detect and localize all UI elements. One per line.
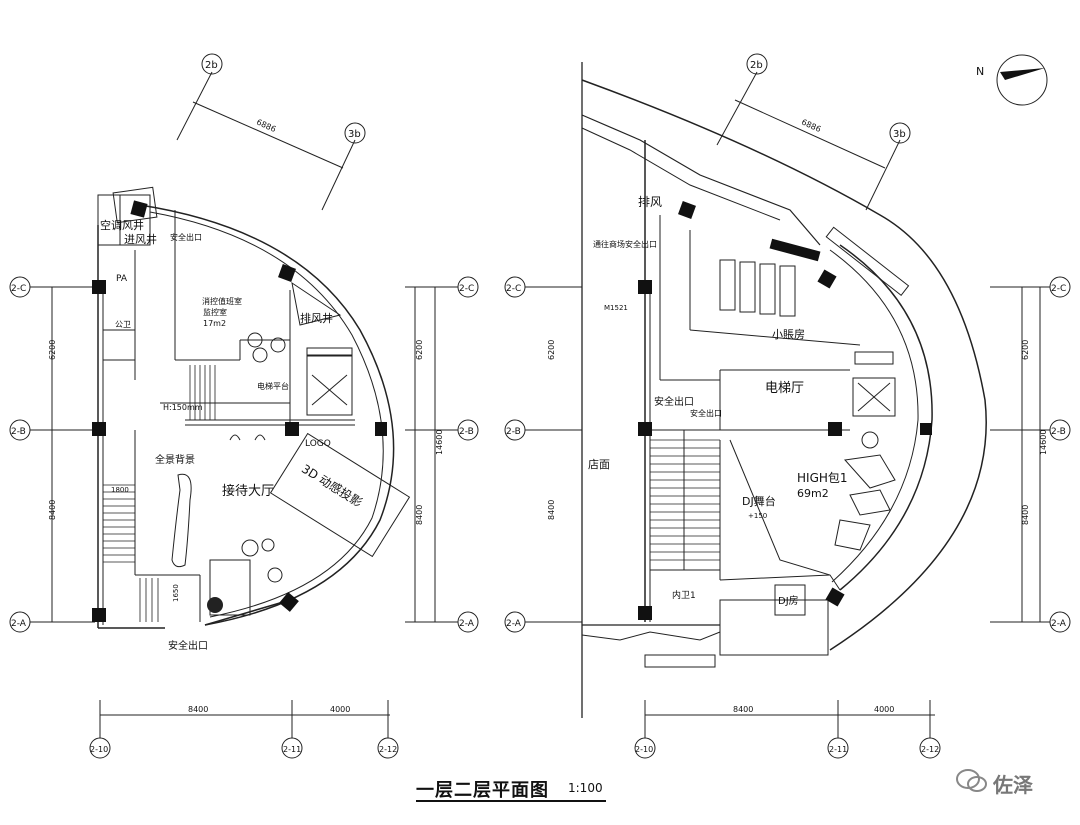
f1-office: 消控值班室	[202, 296, 242, 306]
f2-safety-exit-c: 安全出口	[690, 408, 722, 418]
title-underline	[416, 800, 606, 802]
grid-label-2c-f1-r: 2-C	[459, 284, 474, 294]
f2-high-area: 69m2	[797, 487, 829, 500]
f1-ac-shaft: 空调风井	[100, 218, 144, 232]
f1-safety-exit-bottom: 安全出口	[168, 639, 208, 652]
f2-dj-booth: DJ房	[778, 594, 799, 607]
drawing-scale: 1:100	[568, 781, 603, 795]
grid-label-2a-f2-r: 2-A	[1051, 619, 1067, 629]
f1-dim-1800: 1800	[111, 486, 129, 494]
f1-intake-shaft: 进风井	[124, 232, 157, 246]
dim-left-top-f2: 6200	[547, 340, 556, 360]
grid-label-2b-f1-l: 2-B	[11, 427, 26, 437]
watermark-text: 佐泽	[993, 773, 1033, 797]
grid-label-2c-f1-l: 2-C	[11, 284, 26, 294]
f1-office-area: 17m2	[203, 319, 226, 328]
f2-store: 店面	[588, 457, 610, 471]
f2-dj-stage: DJ舞台	[742, 494, 776, 508]
f2-inner-restroom: 内卫1	[672, 589, 696, 601]
dim-right-top-f2: 6200	[1021, 340, 1030, 360]
drawing-title-block: 一层二层平面图 1:100	[416, 774, 616, 804]
dim-right-total-f2: 14600	[1039, 430, 1048, 455]
f2-exhaust: 排风	[638, 195, 662, 209]
grid-label-211-f1: 2-11	[283, 745, 301, 754]
dim-bottom-b-f1: 4000	[330, 705, 350, 714]
grid-label-2a-f2-l: 2-A	[506, 619, 522, 629]
f2-dj-level: +150	[748, 512, 767, 520]
grid-label-2b-f2-l: 2-B	[506, 427, 521, 437]
dim-right-top-f1: 6200	[415, 340, 424, 360]
f1-panorama-wall: 全景背景	[155, 453, 195, 466]
grid-label-210-f2: 2-10	[635, 745, 653, 754]
f2-elevator-hall: 电梯厅	[765, 381, 804, 396]
dim-right-bottom-f1: 8400	[415, 505, 424, 525]
f2-safety-exit-b: 安全出口	[654, 395, 694, 408]
grid-label-211-f2: 2-11	[829, 745, 847, 754]
f1-elevator-platform: 电梯平台	[257, 381, 289, 391]
grid-label-2b-f1: 2b	[205, 60, 218, 71]
grid-label-212-f2: 2-12	[921, 745, 939, 754]
grid-bubble-3b	[344, 122, 366, 144]
grid-label-2b-f1-r: 2-B	[459, 427, 474, 437]
f1-office-sub: 监控室	[203, 307, 227, 317]
f1-pa: PA	[116, 274, 128, 284]
wechat-icon	[956, 769, 987, 792]
f2-high-room: HIGH包1	[797, 471, 848, 485]
dim-bottom-b-f2: 4000	[874, 705, 894, 714]
grid-label-210-f1: 2-10	[90, 745, 108, 754]
dim-bottom-a-f1: 8400	[188, 705, 208, 714]
grid-label-2b-f2: 2b	[750, 60, 763, 71]
drawing-title: 一层二层平面图	[416, 780, 549, 801]
f1-logo: LOGO	[305, 439, 331, 449]
dim-left-bottom-f2: 8400	[547, 500, 556, 520]
grid-label-2b-f2-r: 2-B	[1051, 427, 1066, 437]
north-arrow-icon	[996, 54, 1048, 106]
f1-lobby: 接待大厅	[222, 483, 274, 499]
dim-diag-f1: 6886	[255, 118, 277, 135]
f1-height-note: H:150mm	[163, 403, 203, 412]
grid-label-2a-f1-l: 2-A	[11, 619, 27, 629]
f2-small-room: 小賬房	[772, 328, 805, 341]
grid-label-212-f1: 2-12	[379, 745, 397, 754]
f1-dim-1650: 1650	[172, 584, 180, 602]
grid-bubble-2b	[201, 53, 223, 75]
dim-right-bottom-f2: 8400	[1021, 505, 1030, 525]
f1-exhaust-shaft: 排风井	[300, 311, 333, 325]
dim-left-bottom-f1: 8400	[48, 500, 57, 520]
watermark: 佐泽	[955, 767, 1065, 797]
grid-label-3b-f1: 3b	[348, 129, 361, 140]
dim-diag-f2: 6886	[800, 118, 822, 135]
dim-left-top-f1: 6200	[48, 340, 57, 360]
grid-label-2a-f1-r: 2-A	[459, 619, 475, 629]
f2-safety-exit-a: 通往商场安全出口	[593, 239, 657, 249]
f2-m1521: M1521	[604, 304, 628, 312]
svg-text:N: N	[976, 65, 984, 78]
dim-right-total-f1: 14600	[435, 430, 444, 455]
f1-safety-exit-top: 安全出口	[170, 232, 202, 242]
grid-label-2c-f2-r: 2-C	[1051, 284, 1066, 294]
dim-bottom-a-f2: 8400	[733, 705, 753, 714]
f1-projection: 3D 动感投影	[299, 461, 365, 510]
grid-label-3b-f2: 3b	[893, 129, 906, 140]
grid-label-2c-f2-l: 2-C	[506, 284, 521, 294]
f1-restroom: 公卫	[115, 320, 131, 329]
